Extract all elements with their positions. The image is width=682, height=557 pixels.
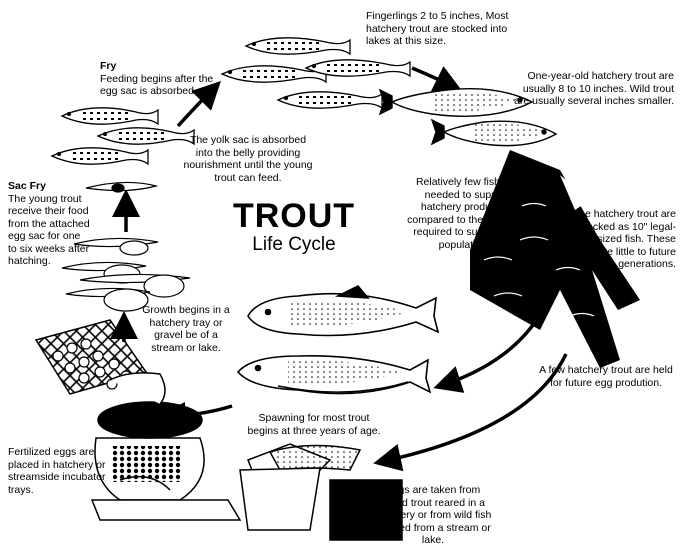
yearling-trout-illustration <box>378 87 558 147</box>
sac-fry-text: The young trout receive their food from … <box>8 192 90 268</box>
fingerlings-illustration <box>220 37 411 110</box>
sac-fry-illustration <box>61 181 191 312</box>
arrow-held-to-eggs <box>373 353 568 472</box>
incubator-pouring-illustration <box>90 372 242 521</box>
egg-tray-illustration <box>34 319 148 395</box>
title-main: TROUT <box>232 197 356 235</box>
fry-label: Fry Feeding begins after the egg sac is … <box>100 60 216 98</box>
yolk-sac-label: The yolk sac is absorbed into the belly … <box>183 134 313 184</box>
title-subtitle: Life Cycle <box>252 234 336 255</box>
fertilized-eggs-label: Fertilized eggs are placed in hatchery o… <box>8 446 106 496</box>
diagram-title: TROUT Life Cycle <box>228 198 360 256</box>
arrow-fry-to-fingerlings <box>176 81 221 128</box>
yearling-label: One-year-old hatchery trout are usually … <box>514 70 674 107</box>
sac-fry-heading: Sac Fry <box>8 180 46 192</box>
spawning-label: Spawning for most trout begins at three … <box>247 412 381 437</box>
arrow-fingerlings-to-yearling <box>411 66 463 92</box>
stocked-label: Some hatchery trout are stocked as 10" l… <box>563 208 676 270</box>
few-fish-label: Relatively few fish are needed to suppor… <box>407 176 527 251</box>
sac-fry-label: Sac Fry The young trout receive their fo… <box>8 180 92 268</box>
fingerlings-label: Fingerlings 2 to 5 inches, Most hatchery… <box>366 10 509 47</box>
egg-stripping-illustration <box>239 443 403 541</box>
adult-trout-illustration <box>236 285 440 395</box>
stocking-arrow-illustration <box>470 150 640 368</box>
fry-heading: Fry <box>100 60 117 72</box>
eggs-taken-label: Eggs are taken from brood trout reared i… <box>374 484 492 546</box>
fry-text: Feeding begins after the egg sac is abso… <box>100 72 214 98</box>
held-trout-label: A few hatchery trout are held for future… <box>539 364 673 389</box>
fry-illustration <box>50 107 195 166</box>
growth-label: Growth begins in a hatchery tray or grav… <box>142 304 230 354</box>
